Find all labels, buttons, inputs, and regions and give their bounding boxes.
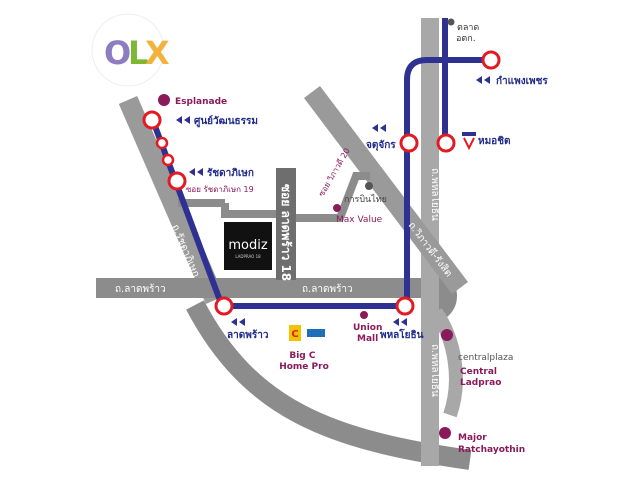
- station-minor-1: [155, 136, 169, 150]
- poi-label-bigc: Big C Home Pro: [279, 351, 329, 372]
- otk-line-2: อตก.: [456, 34, 476, 44]
- poi-esplanade-dot: [158, 94, 170, 106]
- mrt-logo-icon: [372, 124, 386, 132]
- road-label-soi-ladprao18: ซอย ลาดพร้าว 18: [279, 184, 293, 281]
- station-chatuchak-ring: [399, 133, 419, 153]
- mrt-logo-icon: [176, 116, 190, 124]
- major-line-2: Ratchayothin: [458, 445, 525, 455]
- bigc-line-2: Home Pro: [279, 362, 329, 372]
- poi-label-centralplaza-brand: centralplaza: [458, 353, 513, 363]
- bts-logo-icon: [462, 132, 476, 151]
- station-label-otk: ตลาด อตก.: [456, 23, 482, 44]
- poi-label-airport: การบินไทย: [344, 194, 387, 205]
- station-label-mochit: หมอชิต: [478, 135, 510, 147]
- station-minor-2: [161, 153, 175, 167]
- poi-otk-dot: [447, 18, 455, 26]
- poi-union-dot: [360, 311, 368, 319]
- station-label-ladprao: ลาดพร้าว: [227, 329, 269, 341]
- station-ratchada-ring: [167, 171, 187, 191]
- station-phahon-ring: [395, 296, 415, 316]
- poi-central-dot: [441, 329, 453, 341]
- poi-dots: [158, 18, 455, 439]
- olx-letter-x: X: [145, 34, 170, 72]
- poi-label-maxvalue: Max Value: [336, 215, 383, 225]
- union-line-1: Union: [353, 323, 382, 333]
- poi-label-major: Major Ratchayothin: [458, 433, 525, 455]
- olx-letter-o: O: [104, 34, 131, 72]
- roads: [96, 18, 472, 470]
- station-label-phahon: พหลโยธิน: [380, 328, 424, 341]
- union-line-2: Mall: [357, 334, 378, 344]
- bigc-logo-icon: C: [289, 325, 301, 341]
- rail-lines: [149, 18, 490, 309]
- modiz-sub: LADPRAO 18: [235, 254, 261, 259]
- svg-text:C: C: [291, 329, 298, 340]
- mrt-logo-icon: [476, 76, 490, 84]
- olx-letter-l: L: [128, 34, 148, 72]
- station-label-chatuchak: จตุจักร: [366, 139, 396, 151]
- olx-logo-badge: [91, 13, 165, 87]
- road-label-soi-ratchada19: ซอย รัชดาภิเษก 19: [186, 185, 254, 194]
- station-label-kamphaeng: กำแพงเพชร: [496, 75, 548, 87]
- poi-major-dot: [439, 427, 451, 439]
- major-line-1: Major: [458, 433, 487, 443]
- station-labels: ศูนย์วัฒนธรรม รัชดาภิเษก ลาดพร้าว พหลโยธ…: [194, 75, 548, 341]
- road-vibhavadi: [304, 85, 468, 295]
- poi-label-union: Union Mall: [353, 323, 386, 344]
- modiz-block: [224, 222, 272, 270]
- road-label-phahon-north: ถ.พหลโยธิน: [429, 168, 442, 221]
- central-line-2: Ladprao: [460, 378, 501, 388]
- transit-logos: [176, 76, 490, 326]
- poi-maxvalue-dot: [333, 204, 341, 212]
- modiz-building: modiz LADPRAO 18: [224, 222, 272, 270]
- road-ladprao: [96, 278, 436, 298]
- station-label-ratchada: รัชดาภิเษก: [207, 167, 254, 179]
- poi-airport-dot: [365, 182, 373, 190]
- station-ladprao-ring: [214, 296, 234, 316]
- station-label-esplanade: ศูนย์วัฒนธรรม: [194, 115, 258, 128]
- bigc-line-1: Big C: [289, 351, 316, 361]
- poi-labels: Esplanade การบินไทย Max Value Big C Home…: [175, 97, 525, 455]
- stations: [142, 50, 501, 316]
- station-mochit-ring: [436, 133, 456, 153]
- station-esplanade-ring: [142, 110, 162, 130]
- road-curve-south: [186, 300, 472, 470]
- road-phahon-curve: [430, 308, 463, 418]
- mrt-logo-icon: [231, 318, 245, 326]
- road-label-ladprao-east: ถ.ลาดพร้าว: [302, 283, 353, 295]
- homepro-logo-icon: [307, 329, 325, 337]
- central-line-1: Central: [460, 367, 497, 377]
- poi-label-central: Central Ladprao: [460, 367, 501, 388]
- mrt-logo-icon: [189, 168, 203, 176]
- mrt-line-phahon: [404, 57, 490, 306]
- road-label-phahon-south: ถ.พหลโยธิน: [429, 344, 442, 397]
- road-soi-ratchada19: [178, 199, 225, 207]
- mrt-logo-icon: [393, 318, 407, 326]
- road-ratchada: [118, 96, 225, 304]
- road-label-ladprao: ถ.ลาดพร้าว: [115, 283, 166, 295]
- station-kamphaeng-ring: [481, 50, 501, 70]
- modiz-brand: modiz: [228, 238, 267, 253]
- olx-logo: O L X: [91, 13, 170, 87]
- poi-label-esplanade: Esplanade: [175, 97, 227, 107]
- mrt-line-ratchada: [149, 116, 225, 308]
- road-soi-ladprao18: [276, 168, 296, 280]
- otk-line-1: ตลาด: [457, 23, 479, 33]
